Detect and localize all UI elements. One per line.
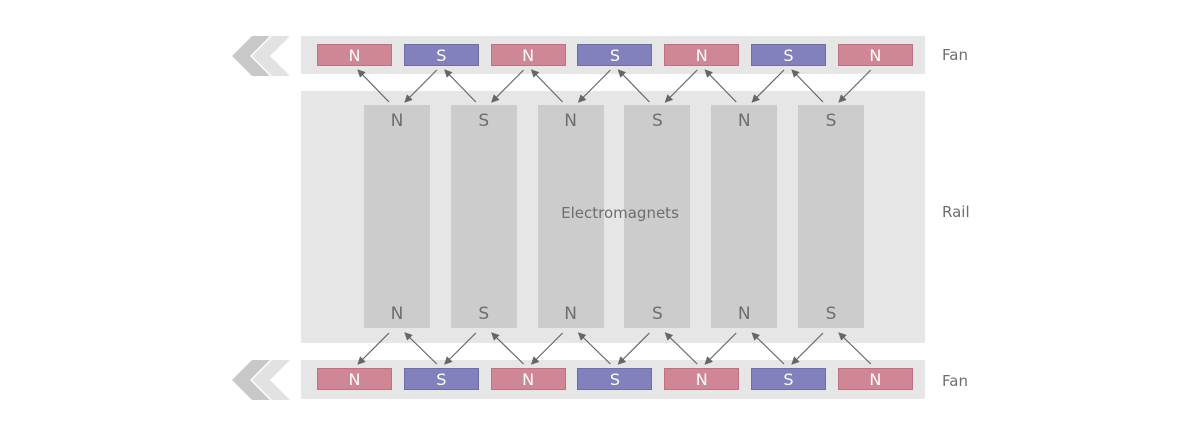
force-arrow — [404, 69, 438, 103]
force-arrow — [491, 332, 525, 365]
pole-top: S — [651, 111, 663, 131]
pole-top: S — [478, 111, 490, 131]
force-arrow — [530, 332, 564, 365]
force-arrow — [444, 332, 477, 365]
pole-bottom: S — [478, 304, 490, 324]
force-arrow — [404, 332, 438, 365]
force-arrow — [791, 69, 824, 103]
force-arrow — [357, 332, 390, 365]
double-chevron-left-icon — [232, 36, 290, 76]
fan-magnet: S — [403, 44, 479, 66]
pole-top: N — [737, 111, 751, 131]
force-arrow — [664, 69, 698, 103]
fan-magnet: N — [664, 44, 740, 66]
double-chevron-left-icon — [232, 360, 290, 400]
fan-magnet: N — [837, 44, 913, 66]
force-arrow — [617, 332, 650, 365]
force-arrow — [491, 69, 525, 103]
pole-bottom: N — [390, 304, 404, 324]
pole-bottom: N — [564, 304, 577, 324]
pole-top: S — [825, 111, 837, 131]
pole-top: N — [564, 111, 577, 131]
fan-magnet: N — [664, 368, 740, 390]
fan-magnet: N — [317, 368, 392, 390]
fan-magnet: S — [577, 368, 653, 390]
force-arrow — [704, 69, 737, 103]
force-arrow — [838, 69, 872, 103]
force-arrow — [751, 69, 785, 103]
pole-bottom: S — [651, 304, 663, 324]
force-arrow — [577, 332, 611, 365]
force-arrow — [791, 332, 824, 365]
fan-magnet: S — [751, 368, 826, 390]
fan-magnet: N — [490, 368, 566, 390]
rail-label: Rail — [942, 203, 970, 221]
force-arrow — [751, 332, 785, 365]
force-arrow — [704, 332, 737, 365]
fan-magnet: N — [317, 44, 392, 66]
force-arrow — [530, 69, 564, 103]
fan-magnet: N — [490, 44, 566, 66]
pole-bottom: N — [737, 304, 751, 324]
pole-top: N — [390, 111, 404, 131]
electromagnets-label: Electromagnets — [561, 204, 679, 222]
fan-magnet: N — [837, 368, 913, 390]
force-arrow — [838, 332, 872, 365]
fan-bottom-label: Fan — [942, 372, 968, 390]
fan-magnet: S — [577, 44, 653, 66]
force-arrow — [444, 69, 477, 103]
force-arrow — [357, 69, 390, 103]
fan-magnet: S — [751, 44, 826, 66]
force-arrow — [617, 69, 650, 103]
force-arrow — [577, 69, 611, 103]
fan-top-label: Fan — [942, 46, 968, 64]
fan-magnet: S — [403, 368, 479, 390]
force-arrow — [664, 332, 698, 365]
pole-bottom: S — [825, 304, 837, 324]
